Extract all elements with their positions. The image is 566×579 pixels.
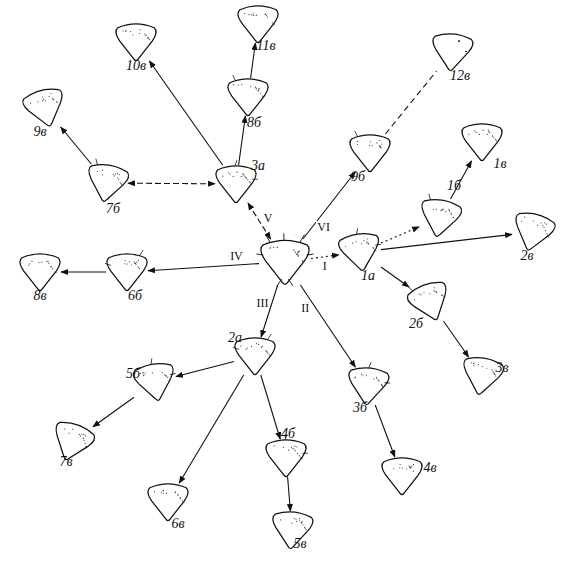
fossil-triangle: 4б [264, 438, 308, 478]
lineage-numeral: IV [229, 250, 244, 262]
triangle-outline [408, 282, 452, 322]
derivation-arrow [261, 375, 280, 439]
specimen-label: 4в [423, 461, 436, 475]
triangle-outline [146, 482, 190, 522]
derivation-arrow [443, 321, 468, 357]
derivation-arrow [381, 267, 409, 287]
derivation-arrow [385, 71, 436, 134]
derivation-arrow [300, 285, 355, 367]
triangle-outline [418, 198, 462, 238]
triangle-outline [346, 366, 390, 406]
derivation-arrow [239, 116, 246, 165]
triangle-outline [226, 77, 270, 117]
specimen-label: 2в [520, 249, 533, 263]
triangle-outline [430, 32, 474, 72]
specimen-label: 1а [361, 269, 375, 283]
fossil-triangle: 4в [380, 456, 424, 496]
fossil-triangle [258, 238, 312, 286]
fossil-triangle: 6б [105, 252, 149, 292]
fossil-triangle: 2в [511, 212, 555, 252]
specimen-label: 1в [493, 157, 506, 171]
fossil-triangle: 3б [346, 366, 390, 406]
derivation-arrow [375, 405, 395, 457]
derivation-arrow [251, 43, 256, 78]
fossil-triangle: 5в [270, 510, 314, 550]
fossil-triangle: 2б [408, 282, 452, 322]
specimen-label: 12в [450, 69, 470, 83]
derivation-arrow [148, 264, 259, 271]
fossil-triangle: 7в [50, 422, 94, 462]
triangle-outline [511, 212, 555, 252]
specimen-label: 6б [128, 289, 142, 303]
fossil-triangle: 12в [430, 32, 474, 72]
specimen-label: 3а [251, 159, 265, 173]
specimen-label: 8в [33, 289, 46, 303]
derivation-arrow [381, 227, 419, 243]
derivation-arrow [261, 285, 278, 337]
fossil-triangle: 1а [338, 232, 382, 272]
triangle-outline [460, 122, 504, 162]
derivation-arrow [61, 271, 106, 272]
triangle-outline [258, 238, 312, 286]
fossil-triangle: 1б [418, 198, 462, 238]
fossil-triangle: 11в [236, 4, 280, 44]
specimen-label: 2а [228, 331, 242, 345]
fossil-triangle: 10в [114, 22, 158, 62]
derivation-arrow [381, 234, 512, 249]
fossil-triangle: 6в [146, 482, 190, 522]
derivation-arrow [311, 255, 339, 259]
fossil-triangle: 9б [348, 133, 392, 173]
specimen-label: 11в [256, 39, 275, 53]
lineage-numeral: V [263, 212, 274, 224]
specimen-label: 4б [281, 427, 295, 441]
triangle-outline [264, 438, 308, 478]
fossil-triangle: 7б [85, 163, 129, 203]
lineage-numeral: I [322, 260, 328, 272]
triangle-outline [338, 232, 382, 272]
specimen-label: 2б [409, 317, 423, 331]
fossil-triangle: 2а [233, 336, 277, 376]
fossil-triangle: 8в [18, 252, 62, 292]
triangle-outline [348, 133, 392, 173]
specimen-label: 7в [59, 455, 72, 469]
specimen-label: 5в [293, 537, 306, 551]
triangle-outline [236, 4, 280, 44]
specimen-label: 7б [106, 202, 120, 216]
derivation-arrow [149, 61, 222, 165]
fossil-triangle: 9в [23, 88, 67, 128]
specimen-label: 5б [126, 367, 140, 381]
specimen-label: 3б [353, 401, 367, 415]
triangle-outline [23, 88, 67, 128]
triangle-outline [114, 22, 158, 62]
derivation-arrow [128, 183, 215, 185]
lineage-numeral: VI [316, 221, 331, 233]
derivation-arrow [288, 477, 291, 511]
specimen-label: 6в [171, 517, 184, 531]
derivation-arrow [61, 127, 92, 164]
lineage-numeral: II [300, 302, 310, 314]
fossil-triangle: 5б [133, 362, 177, 402]
fossil-triangle: 8б [226, 77, 270, 117]
triangle-outline [105, 252, 149, 292]
specimen-label: 1б [447, 179, 461, 193]
triangle-outline [380, 456, 424, 496]
specimen-label: 10в [126, 59, 146, 73]
specimen-label: 3в [495, 361, 508, 375]
triangle-outline [270, 510, 314, 550]
lineage-numeral: III [255, 297, 269, 309]
derivation-arrow [179, 375, 243, 483]
triangle-outline [85, 163, 129, 203]
specimen-label: 9в [33, 125, 46, 139]
triangle-outline [18, 252, 62, 292]
fossil-triangle: 1в [460, 122, 504, 162]
specimen-label: 9б [351, 170, 365, 184]
fossil-triangle: 3а [214, 164, 258, 204]
specimen-label: 8б [247, 116, 261, 130]
derivation-arrow [303, 172, 355, 239]
fossil-triangle: 3в [460, 356, 504, 396]
derivation-arrow [176, 362, 234, 377]
derivation-arrow [93, 397, 134, 427]
